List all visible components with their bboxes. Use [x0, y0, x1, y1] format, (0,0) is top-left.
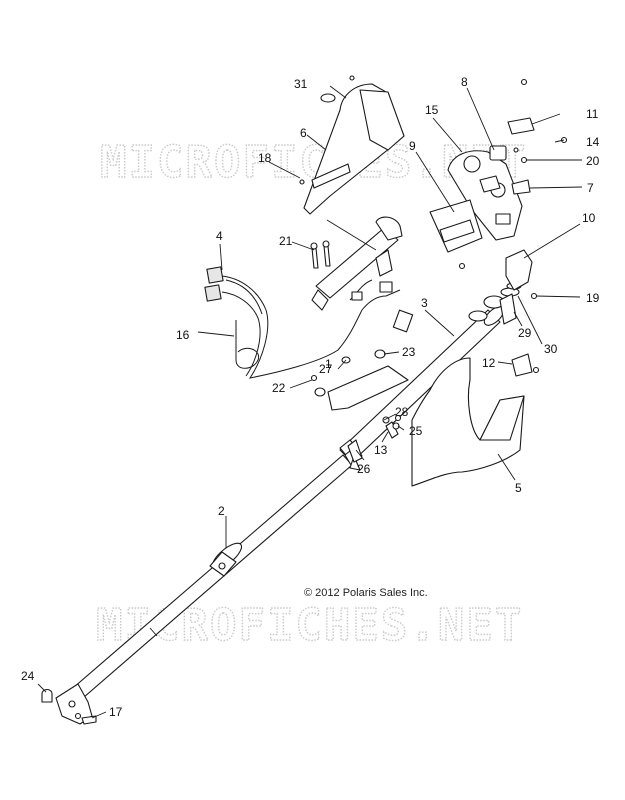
callout-26: 26	[357, 462, 371, 476]
callout-11: 11	[586, 107, 599, 121]
callout-8: 8	[461, 75, 468, 89]
callout-1: 1	[325, 357, 332, 371]
callout-23: 23	[402, 345, 416, 359]
fasteners	[299, 75, 568, 463]
wire-harness	[204, 266, 414, 379]
callout-2: 2	[218, 504, 225, 518]
callout-5: 5	[515, 481, 522, 495]
brackets	[499, 249, 533, 377]
callout-21: 21	[279, 234, 293, 248]
callout-19: 19	[586, 291, 600, 305]
callout-labels: 1 2 3 4 5 6 7 8 9 10 11 12 13 14 15 16 1…	[21, 75, 600, 719]
callout-4: 4	[216, 229, 223, 243]
callout-24: 24	[21, 669, 35, 683]
callout-30: 30	[544, 342, 558, 356]
callout-28: 28	[395, 405, 409, 419]
callout-13: 13	[374, 443, 388, 457]
lower-dash-panel	[411, 357, 525, 487]
callout-27: 27	[319, 362, 333, 376]
callout-6: 6	[300, 126, 307, 140]
callout-18: 18	[258, 151, 272, 165]
callout-9: 9	[409, 139, 416, 153]
mounting-bracket	[311, 216, 409, 411]
callout-29: 29	[518, 326, 532, 340]
leader-lines	[37, 85, 583, 719]
upper-console-cover	[303, 83, 405, 215]
callout-7: 7	[587, 181, 594, 195]
callout-3: 3	[421, 296, 428, 310]
callout-17: 17	[109, 705, 123, 719]
callout-15: 15	[425, 103, 439, 117]
callout-31: 31	[294, 77, 308, 91]
callout-10: 10	[582, 211, 596, 225]
callout-16: 16	[176, 328, 190, 342]
steering-shaft	[41, 454, 353, 725]
control-module	[429, 199, 483, 253]
copyright-notice: © 2012 Polaris Sales Inc.	[304, 587, 428, 599]
callout-20: 20	[586, 154, 600, 168]
switch-panel-housing	[447, 150, 523, 241]
callout-12: 12	[482, 356, 496, 370]
callout-25: 25	[409, 424, 423, 438]
callout-14: 14	[586, 135, 600, 149]
callout-22: 22	[272, 381, 286, 395]
